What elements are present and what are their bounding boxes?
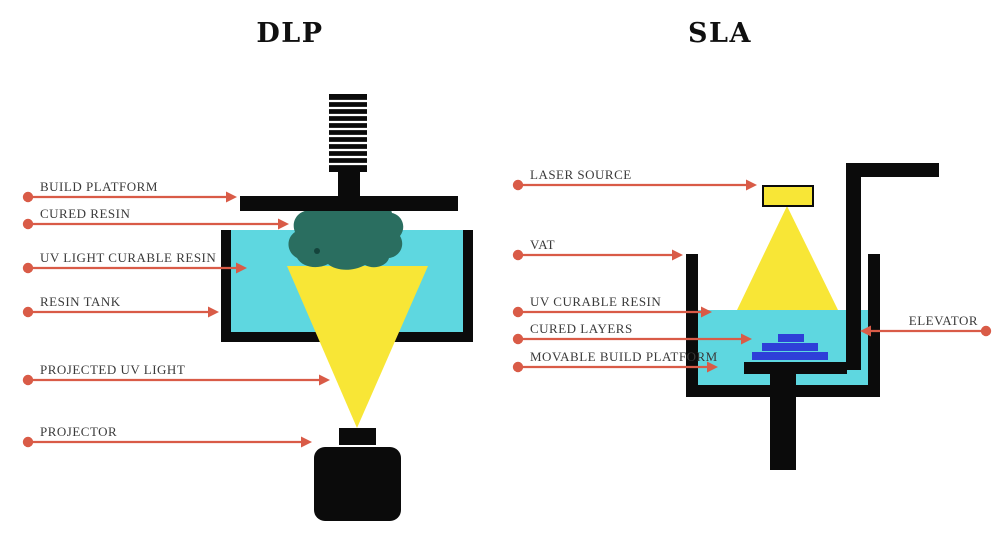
projector bbox=[314, 428, 401, 521]
sla-printer bbox=[686, 163, 939, 470]
label-dot bbox=[512, 249, 524, 261]
label-uv-curable-resin: UV CURABLE RESIN bbox=[512, 294, 712, 318]
label-text: UV LIGHT CURABLE RESIN bbox=[40, 250, 216, 265]
elevator-rod bbox=[846, 163, 861, 370]
label-vat: VAT bbox=[512, 237, 683, 261]
label-arrowhead bbox=[672, 249, 683, 261]
label-text: PROJECTOR bbox=[40, 424, 117, 439]
laser-source bbox=[762, 185, 814, 207]
build-platform bbox=[240, 196, 458, 211]
label-arrowhead bbox=[278, 218, 289, 230]
elevator-arm bbox=[846, 163, 939, 177]
cured-layer-top bbox=[778, 334, 804, 342]
vat-left-wall bbox=[686, 254, 698, 397]
label-text: UV CURABLE RESIN bbox=[530, 294, 661, 309]
label-dot bbox=[22, 374, 34, 386]
projector-body bbox=[314, 447, 401, 521]
label-resin-tank: RESIN TANK bbox=[22, 294, 219, 318]
cured-resin bbox=[288, 201, 404, 270]
dlp-printer bbox=[221, 94, 473, 521]
label-arrowhead bbox=[741, 333, 752, 345]
label-dot bbox=[22, 436, 34, 448]
label-arrowhead bbox=[301, 436, 312, 448]
laser-beam bbox=[737, 206, 838, 310]
vat-right-wall bbox=[868, 254, 880, 397]
label-dot bbox=[22, 262, 34, 274]
cured-resin-blob bbox=[288, 201, 404, 270]
label-build-platform: BUILD PLATFORM bbox=[22, 179, 237, 203]
label-elevator: ELEVATOR bbox=[860, 313, 992, 337]
projected-uv-light bbox=[287, 266, 428, 428]
label-dot bbox=[512, 306, 524, 318]
label-arrowhead bbox=[319, 374, 330, 386]
label-arrowhead bbox=[860, 325, 871, 337]
label-dot bbox=[512, 333, 524, 345]
label-cured-resin: CURED RESIN bbox=[22, 206, 289, 230]
label-dot bbox=[22, 306, 34, 318]
label-arrowhead bbox=[226, 191, 237, 203]
label-text: VAT bbox=[530, 237, 555, 252]
cured-resin-detail bbox=[314, 248, 320, 254]
movable-platform-stem bbox=[770, 374, 796, 470]
elevator bbox=[846, 163, 939, 370]
label-text: BUILD PLATFORM bbox=[40, 179, 158, 194]
label-uv-light-curable-resin: UV LIGHT CURABLE RESIN bbox=[22, 250, 247, 274]
label-dot bbox=[512, 179, 524, 191]
projector-lens bbox=[339, 428, 376, 445]
label-cured-layers: CURED LAYERS bbox=[512, 321, 752, 345]
label-arrowhead bbox=[701, 306, 712, 318]
label-text: ELEVATOR bbox=[909, 313, 978, 328]
label-projected-uv-light: PROJECTED UV LIGHT bbox=[22, 362, 330, 386]
label-text: LASER SOURCE bbox=[530, 167, 632, 182]
label-dot bbox=[22, 191, 34, 203]
label-dot bbox=[512, 361, 524, 373]
label-arrowhead bbox=[707, 361, 718, 373]
movable-build-platform bbox=[744, 362, 847, 470]
cured-layer-bottom bbox=[752, 352, 828, 360]
label-arrowhead bbox=[208, 306, 219, 318]
dlp-title: DLP bbox=[256, 18, 323, 49]
threaded-rod-body bbox=[329, 94, 367, 172]
label-arrowhead bbox=[236, 262, 247, 274]
label-movable-build-platform: MOVABLE BUILD PLATFORM bbox=[512, 349, 718, 373]
label-projector: PROJECTOR bbox=[22, 424, 312, 448]
label-text: PROJECTED UV LIGHT bbox=[40, 362, 185, 377]
label-text: CURED RESIN bbox=[40, 206, 130, 221]
cured-layers bbox=[752, 334, 828, 360]
platform-shaft bbox=[338, 170, 360, 198]
label-dot bbox=[980, 325, 992, 337]
label-text: RESIN TANK bbox=[40, 294, 121, 309]
movable-platform-plate bbox=[744, 362, 847, 374]
sla-title: SLA bbox=[688, 18, 752, 49]
cured-layer-middle bbox=[762, 343, 818, 351]
label-laser-source: LASER SOURCE bbox=[512, 167, 757, 191]
threaded-rod bbox=[329, 94, 367, 172]
label-arrowhead bbox=[746, 179, 757, 191]
label-dot bbox=[22, 218, 34, 230]
label-text: CURED LAYERS bbox=[530, 321, 633, 336]
label-text: MOVABLE BUILD PLATFORM bbox=[530, 349, 718, 364]
